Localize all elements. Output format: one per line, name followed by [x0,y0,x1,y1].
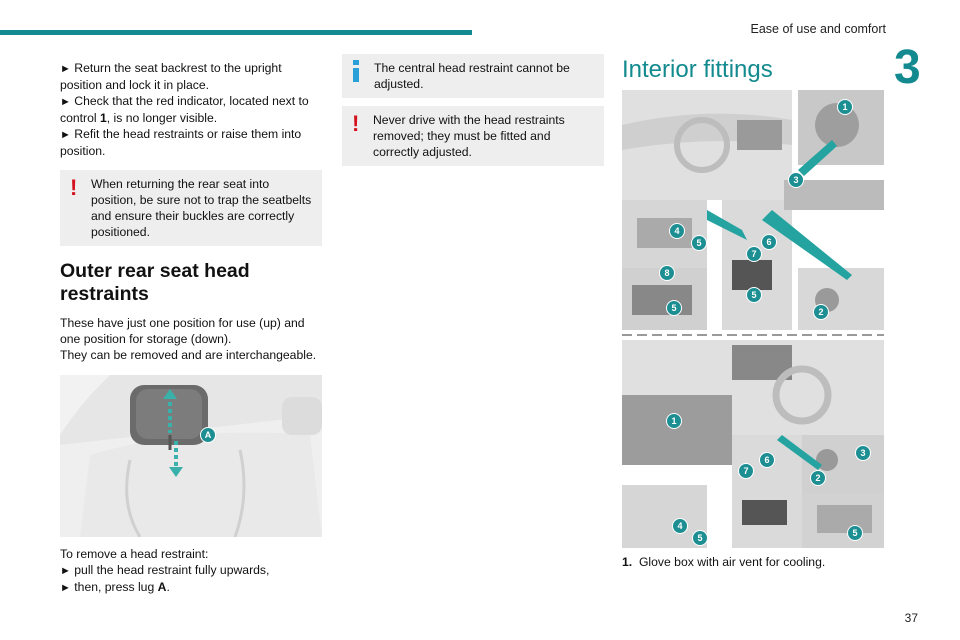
info-box: The central head restraint cannot be adj… [342,54,604,98]
subsection: Outer rear seat head restraints These ha… [60,260,322,363]
callout-badge: 7 [738,463,754,479]
heading-head-restraints: Outer rear seat head restraints [60,260,250,305]
interior-diagram-bottom: 1 2 3 4 5 5 6 7 [622,340,884,548]
head-restraint-illustration: A [60,375,322,537]
item-number: 1. [622,555,633,569]
callout-badge: 8 [659,265,675,281]
step-2: ► Check that the red indicator, located … [60,93,322,126]
item-text: Glove box with air vent for cooling. [638,555,826,569]
remove-intro: To remove a head restraint: [60,547,209,561]
callout-badge: 7 [746,246,762,262]
interior-diagram-top: 1 2 3 4 5 5 5 6 7 8 [622,90,884,330]
step-text-end: . [166,580,170,594]
page-number: 37 [904,611,918,625]
info-icon [353,60,359,82]
divider-dashes [622,334,884,336]
warning-box-2: ! Never drive with the head restraints r… [342,106,604,166]
control-ref: 1 [99,111,107,125]
callout-badge: 3 [855,445,871,461]
step-text: pull the head restraint fully upwards, [74,563,270,577]
callout-badge: 6 [761,234,777,250]
bullet-arrow-icon: ► [60,63,71,75]
para-removable: They can be removed and are interchangea… [60,348,317,362]
label-a-badge: A [200,427,216,443]
warning-box: ! When returning the rear seat into posi… [60,170,322,246]
left-column: ► Return the seat backrest to the uprigh… [60,60,322,596]
callout-badge: 4 [672,518,688,534]
chapter-number: 3 [894,41,921,94]
warning-text-2: Never drive with the head restraints rem… [373,113,565,159]
fittings-item-1: 1. Glove box with air vent for cooling. [622,554,884,570]
callout-badge: 5 [691,235,707,251]
step-text: Return the seat backrest to the upright … [60,61,282,92]
step-text: Check that the red indicator, located ne… [60,94,309,125]
remove-step-2: ► then, press lug A. [60,579,322,596]
top-accent-bar [0,30,472,35]
info-text: The central head restraint cannot be adj… [374,61,570,91]
callout-badge: 5 [692,530,708,546]
warning-icon: ! [70,175,78,200]
callout-badge: 5 [746,287,762,303]
callout-badge: 2 [813,304,829,320]
callout-badge: 2 [810,470,826,486]
lug-ref: A [157,580,167,594]
bullet-arrow-icon: ► [60,565,71,577]
step-text-end: , is no longer visible. [106,111,218,125]
callout-badge: 4 [669,223,685,239]
step-3: ► Refit the head restraints or raise the… [60,126,322,159]
interior-drawing-bottom [622,340,884,548]
callout-badge: 5 [847,525,863,541]
middle-column: The central head restraint cannot be adj… [342,54,604,166]
bullet-arrow-icon: ► [60,129,71,141]
warning-text: When returning the rear seat into positi… [91,177,312,239]
callout-badge: 1 [837,99,853,115]
callout-badge: 5 [666,300,682,316]
step-text: Refit the head restraints or raise them … [60,127,302,158]
callout-badge: 1 [666,413,682,429]
interior-drawing-top [622,90,884,330]
remove-step-1: ► pull the head restraint fully upwards, [60,562,322,579]
bullet-arrow-icon: ► [60,582,71,594]
warning-icon: ! [352,111,360,136]
bullet-arrow-icon: ► [60,96,71,108]
steps-list: ► Return the seat backrest to the uprigh… [60,60,322,159]
interior-fittings-title: Interior fittings [622,56,773,83]
step-1: ► Return the seat backrest to the uprigh… [60,60,322,93]
step-text: then, press lug [74,580,158,594]
callout-badge: 3 [788,172,804,188]
callout-badge: 6 [759,452,775,468]
para-positions: These have just one position for use (up… [60,316,305,346]
head-restraint-drawing [60,375,322,537]
section-title: Ease of use and comfort [750,22,887,36]
